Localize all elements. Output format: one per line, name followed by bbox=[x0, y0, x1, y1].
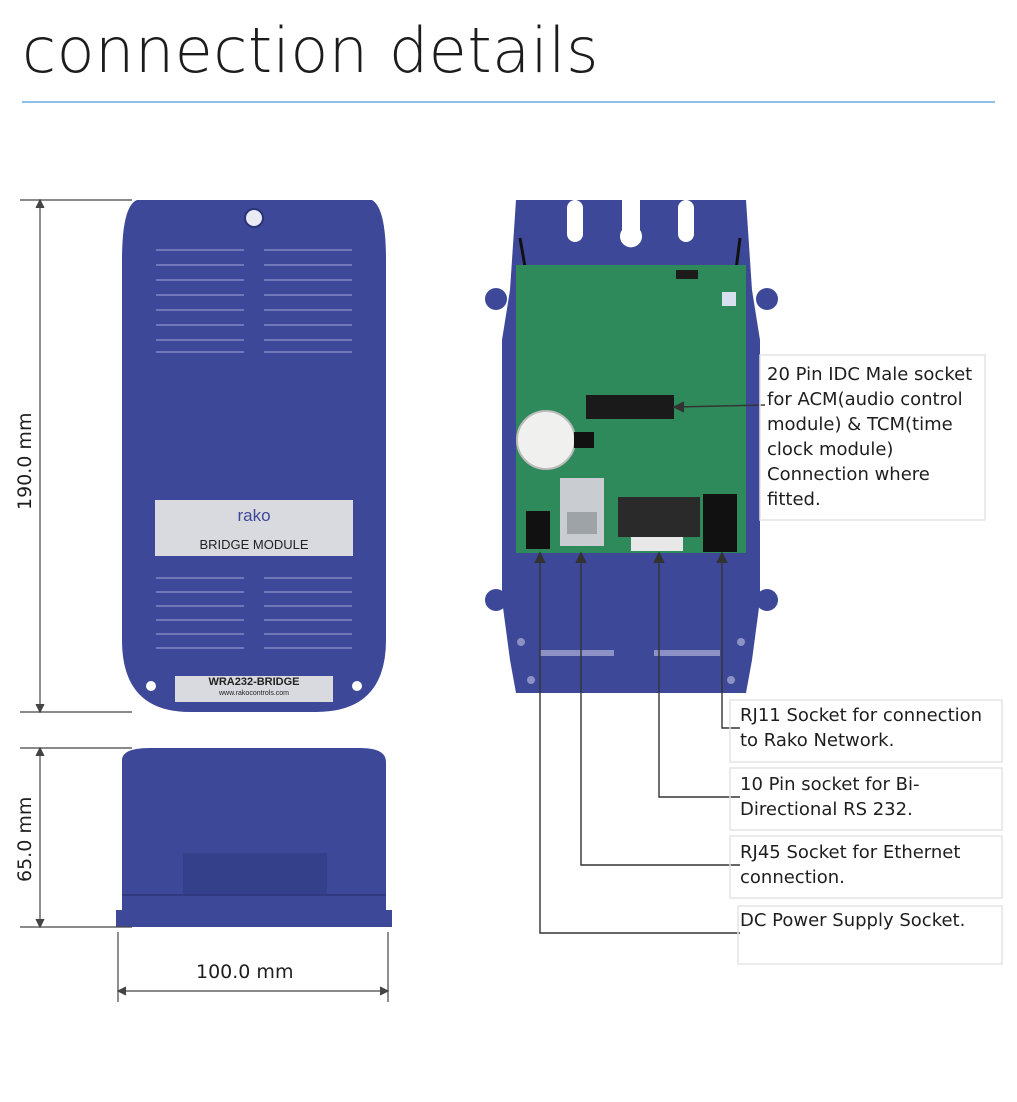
side-view-enclosure bbox=[116, 748, 392, 927]
callout-line: Connection where bbox=[767, 464, 930, 485]
callout-line: 10 Pin socket for Bi- bbox=[740, 774, 920, 795]
callout-line: RJ11 Socket for connection bbox=[740, 705, 983, 726]
callout-line: for ACM(audio control bbox=[767, 389, 963, 410]
brand-logo: rako bbox=[237, 506, 271, 525]
callout-line: to Rako Network. bbox=[740, 730, 895, 751]
callout-line: fitted. bbox=[767, 489, 821, 510]
callout-rj45: RJ45 Socket for Ethernet connection. bbox=[740, 840, 960, 890]
callout-line: module) & TCM(time bbox=[767, 414, 953, 435]
open-enclosure bbox=[485, 200, 778, 693]
module-label: BRIDGE MODULE bbox=[199, 537, 309, 552]
callout-dc-power: DC Power Supply Socket. bbox=[740, 908, 965, 933]
callout-line: Directional RS 232. bbox=[740, 799, 913, 820]
dimension-lines bbox=[20, 198, 390, 1002]
callout-line: connection. bbox=[740, 867, 845, 888]
callout-line: RJ45 Socket for Ethernet bbox=[740, 842, 961, 863]
height-dimension-label: 190.0 mm bbox=[14, 412, 36, 510]
callout-10pin: 10 Pin socket for Bi- Directional RS 232… bbox=[740, 772, 919, 822]
callout-frames bbox=[729, 354, 1003, 965]
callout-rj11: RJ11 Socket for connection to Rako Netwo… bbox=[740, 703, 982, 753]
model-label: WRA232-BRIDGE bbox=[208, 676, 300, 688]
callout-line: clock module) bbox=[767, 439, 894, 460]
callout-line: DC Power Supply Socket. bbox=[740, 910, 966, 931]
website-label: www.rakocontrols.com bbox=[218, 690, 290, 697]
width-dimension-label: 100.0 mm bbox=[196, 961, 294, 983]
callout-idc-socket: 20 Pin IDC Male socket for ACM(audio con… bbox=[767, 362, 972, 512]
leader-lines bbox=[534, 401, 766, 934]
side-height-dimension-label: 65.0 mm bbox=[14, 796, 36, 882]
front-view-enclosure bbox=[122, 200, 386, 712]
title-divider bbox=[22, 101, 995, 103]
page-title: connection details bbox=[22, 14, 599, 87]
callout-line: 20 Pin IDC Male socket bbox=[767, 364, 973, 385]
